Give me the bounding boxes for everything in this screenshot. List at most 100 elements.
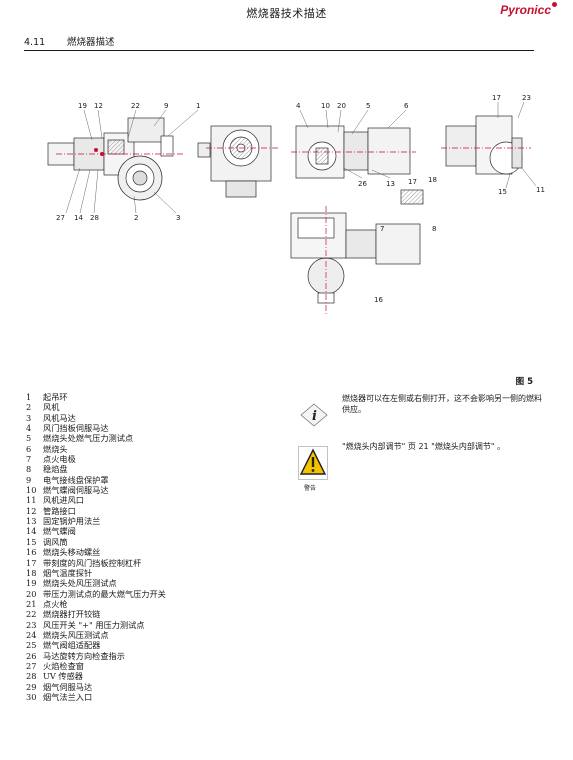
part-item: 20 带压力测试点的最大燃气压力开关 bbox=[26, 589, 166, 599]
part-number: 10 bbox=[26, 485, 37, 496]
part-item: 4 风门挡板伺服马达 bbox=[26, 423, 166, 433]
side-view-right bbox=[441, 115, 531, 175]
section-number: 4.11 bbox=[24, 37, 46, 48]
callout-13: 13 bbox=[386, 180, 395, 188]
callout-9: 9 bbox=[164, 102, 168, 110]
callout-12: 12 bbox=[94, 102, 103, 110]
part-item: 9 电气接线盘保护罩 bbox=[26, 475, 166, 485]
callout-18: 18 bbox=[428, 176, 437, 184]
figure-label: 图 5 bbox=[515, 377, 533, 387]
warning-triangle-icon bbox=[298, 446, 328, 484]
part-description: 火焰检查窗 bbox=[43, 660, 84, 671]
part-item: 15 调风筒 bbox=[26, 537, 166, 547]
part-number: 1 bbox=[26, 392, 32, 402]
part-description: 风压开关 "+" 用压力测试点 bbox=[43, 619, 145, 630]
part-description: 烟气温度探针 bbox=[43, 567, 93, 578]
part-item: 16 燃烧头移动螺丝 bbox=[26, 547, 166, 557]
part-description: 燃烧头移动螺丝 bbox=[43, 547, 101, 558]
part-description: 调风筒 bbox=[43, 536, 68, 547]
part-item: 22 燃烧器打开铰链 bbox=[26, 609, 166, 619]
part-description: 带刻度的风门挡板控制杠杆 bbox=[43, 557, 142, 568]
section-heading: 4.11 燃烧器描述 bbox=[24, 34, 534, 51]
part-number: 9 bbox=[26, 474, 32, 485]
part-number: 20 bbox=[26, 588, 37, 599]
part-number: 12 bbox=[26, 505, 37, 516]
warning-label: 警告 bbox=[304, 485, 317, 492]
part-number: 19 bbox=[26, 578, 37, 589]
info-note-icon: i bbox=[299, 402, 329, 432]
callout-4: 4 bbox=[296, 102, 301, 110]
part-number: 6 bbox=[26, 443, 32, 454]
part-description: 马达旋转方向检查指示 bbox=[43, 650, 125, 661]
part-number: 17 bbox=[26, 557, 37, 568]
callout-17: 17 bbox=[408, 178, 417, 186]
part-number: 26 bbox=[26, 650, 37, 661]
part-number: 15 bbox=[26, 536, 37, 547]
part-description: 固定锅炉用法兰 bbox=[43, 516, 101, 527]
part-description: UV 传感器 bbox=[43, 671, 83, 682]
callout-11: 11 bbox=[536, 186, 545, 194]
brand-logo: Pyronicc bbox=[500, 2, 557, 17]
callout-16: 16 bbox=[374, 296, 383, 304]
part-description: 风机进风口 bbox=[43, 495, 84, 506]
part-description: 燃气阀组适配器 bbox=[43, 640, 101, 651]
part-item: 18 烟气温度探针 bbox=[26, 568, 166, 578]
part-number: 29 bbox=[26, 681, 37, 692]
part-item: 25 燃气阀组适配器 bbox=[26, 640, 166, 650]
part-description: 燃烧头处燃气压力测试点 bbox=[43, 433, 134, 444]
callout-22: 22 bbox=[131, 102, 140, 110]
part-description: 稳焰盘 bbox=[43, 464, 68, 475]
part-number: 18 bbox=[26, 567, 37, 578]
part-number: 28 bbox=[26, 671, 37, 682]
header-title: 燃烧器技术描述 bbox=[246, 7, 327, 20]
part-description: 起吊环 bbox=[43, 392, 68, 402]
part-item: 28 UV 传感器 bbox=[26, 671, 166, 681]
opened-view bbox=[290, 189, 424, 316]
front-view bbox=[197, 125, 278, 198]
part-description: 燃烧头风压测试点 bbox=[43, 629, 109, 640]
part-description: 燃烧器打开铰链 bbox=[43, 609, 101, 620]
logo-dot-icon bbox=[552, 2, 557, 7]
callout-28: 28 bbox=[90, 214, 99, 222]
section-title: 燃烧器描述 bbox=[67, 37, 115, 48]
part-description: 风机 bbox=[43, 402, 60, 413]
part-item: 13 固定锅炉用法兰 bbox=[26, 516, 166, 526]
part-description: 风门挡板伺服马达 bbox=[43, 423, 109, 434]
callout-27: 27 bbox=[56, 214, 65, 222]
callout-1: 1 bbox=[196, 102, 200, 110]
part-description: 带压力测试点的最大燃气压力开关 bbox=[43, 588, 166, 599]
part-number: 2 bbox=[26, 402, 32, 413]
callout-6: 6 bbox=[404, 102, 409, 110]
burner-technical-drawing: 19 12 22 9 1 27 14 28 2 3 4 10 20 5 6 26… bbox=[47, 94, 545, 316]
part-description: 点火枪 bbox=[43, 598, 68, 609]
part-number: 13 bbox=[26, 516, 37, 527]
part-number: 22 bbox=[26, 609, 37, 620]
callout-10: 10 bbox=[321, 102, 330, 110]
part-number: 4 bbox=[26, 423, 32, 434]
part-number: 16 bbox=[26, 547, 37, 558]
part-number: 24 bbox=[26, 629, 37, 640]
part-item: 17 带刻度的风门挡板控制杠杆 bbox=[26, 558, 166, 568]
callout-26: 26 bbox=[358, 180, 367, 188]
part-number: 25 bbox=[26, 640, 37, 651]
warning-note-text: "燃烧头内部调节" 页 21 "燃烧头内部调节" 。 bbox=[342, 442, 506, 451]
callout-17b: 17 bbox=[492, 94, 501, 102]
part-description: 燃气蝶阀 bbox=[43, 526, 76, 537]
part-item: 27 火焰检查窗 bbox=[26, 661, 166, 671]
info-note-text: 燃烧器可以在左侧或右侧打开，这不会影响另一侧的燃料供应。 bbox=[342, 394, 542, 414]
part-description: 风机马达 bbox=[43, 412, 76, 423]
part-description: 电气接线盘保护罩 bbox=[43, 474, 109, 485]
callout-14: 14 bbox=[74, 214, 83, 222]
part-item: 2 风机 bbox=[26, 402, 166, 412]
part-number: 27 bbox=[26, 660, 37, 671]
